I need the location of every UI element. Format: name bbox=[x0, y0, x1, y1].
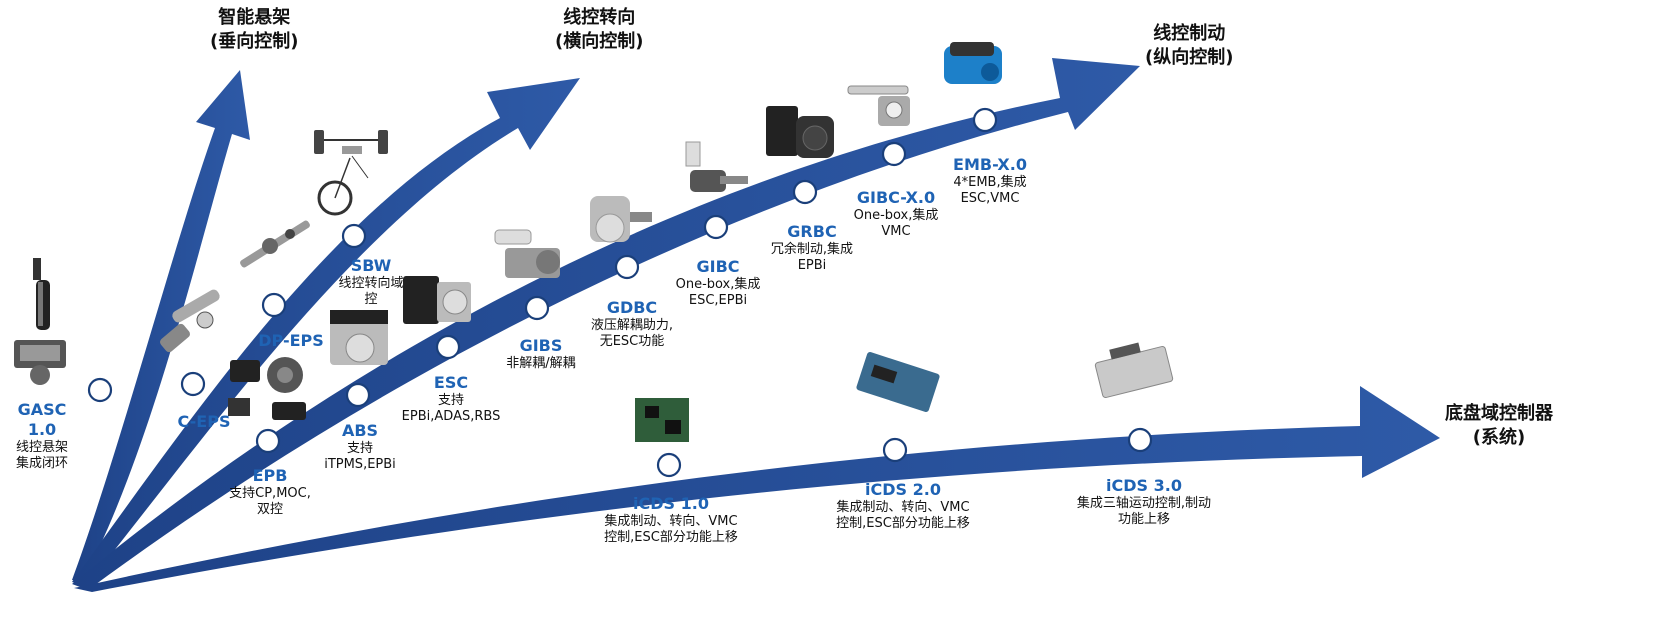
icds3-image bbox=[1094, 342, 1174, 399]
milestone-name: EMB-X.0 bbox=[953, 155, 1027, 174]
milestone-sbw: SBW 线控转向域 控 bbox=[326, 256, 416, 309]
milestone-desc: 冗余制动,集成 EPBi bbox=[770, 242, 854, 274]
node-ring-dpeps bbox=[261, 292, 287, 318]
milestone-desc: 非解耦/解耦 bbox=[506, 356, 576, 371]
milestone-name: GASC 1.0 bbox=[17, 400, 67, 439]
milestone-name: GIBC-X.0 bbox=[856, 188, 936, 207]
gibs-image bbox=[494, 229, 560, 278]
milestone-desc: 液压解耦助力, 无ESC功能 bbox=[590, 318, 674, 350]
milestone-name: iCDS 1.0 bbox=[633, 494, 709, 513]
milestone-desc: 支持 EPBi,ADAS,RBS bbox=[401, 393, 501, 425]
device-images bbox=[14, 42, 1174, 442]
milestone-icds3: iCDS 3.0 集成三轴运动控制,制动 功能上移 bbox=[1064, 476, 1224, 529]
milestone-name: GIBC bbox=[696, 257, 740, 276]
milestone-icds1: iCDS 1.0 集成制动、转向、VMC 控制,ESC部分功能上移 bbox=[596, 494, 746, 547]
air-suspension-image bbox=[14, 258, 66, 385]
milestone-name: SBW bbox=[350, 256, 392, 275]
esc-image bbox=[403, 276, 471, 324]
axis-title: 线控转向 bbox=[563, 7, 636, 28]
milestone-name: ESC bbox=[433, 373, 469, 392]
arrow-braking bbox=[72, 58, 1140, 590]
node-ring-gdbc bbox=[614, 254, 640, 280]
milestone-gdbc: GDBC 液压解耦助力, 无ESC功能 bbox=[580, 298, 684, 351]
node-ring-gibcx bbox=[881, 141, 907, 167]
milestone-abs: ABS 支持 iTPMS,EPBi bbox=[316, 421, 404, 474]
icds2-image bbox=[856, 352, 940, 412]
milestone-name: C-EPS bbox=[177, 412, 231, 431]
dp-eps-image bbox=[240, 220, 310, 268]
milestone-gasc: GASC 1.0 线控悬架 集成闭环 bbox=[2, 400, 82, 473]
epb-image bbox=[228, 357, 306, 420]
milestone-desc: 集成三轴运动控制,制动 功能上移 bbox=[1076, 496, 1212, 528]
node-ring-gibs bbox=[524, 295, 550, 321]
axis-heading-suspension: 智能悬架 (垂向控制) bbox=[210, 6, 298, 55]
milestone-desc: 集成制动、转向、VMC 控制,ESC部分功能上移 bbox=[604, 514, 738, 546]
node-ring-gasc bbox=[87, 377, 113, 403]
node-ring-icds2 bbox=[882, 437, 908, 463]
gibc-x-image bbox=[847, 85, 910, 126]
axis-title: 智能悬架 bbox=[218, 7, 291, 28]
milestone-emb-x: EMB-X.0 4*EMB,集成 ESC,VMC bbox=[944, 155, 1036, 208]
milestone-dp-eps: DP-EPS bbox=[256, 331, 326, 351]
milestone-name: EPB bbox=[252, 466, 288, 485]
node-ring-esc bbox=[435, 334, 461, 360]
milestone-icds2: iCDS 2.0 集成制动、转向、VMC 控制,ESC部分功能上移 bbox=[828, 480, 978, 533]
milestone-desc: One-box,集成 ESC,EPBi bbox=[675, 277, 761, 309]
milestone-name: ABS bbox=[341, 421, 379, 440]
milestone-name: DP-EPS bbox=[258, 331, 324, 350]
axis-subtitle: (纵向控制) bbox=[1145, 47, 1234, 69]
node-ring-abs bbox=[345, 382, 371, 408]
sbw-image bbox=[314, 130, 388, 216]
node-ring-epb bbox=[255, 428, 281, 454]
gdbc-image bbox=[590, 196, 652, 243]
milestone-desc: 支持 iTPMS,EPBi bbox=[324, 441, 396, 473]
milestone-name: GRBC bbox=[787, 222, 837, 241]
node-ring-icds1 bbox=[656, 452, 682, 478]
axis-heading-braking: 线控制动 (纵向控制) bbox=[1145, 22, 1233, 71]
axis-heading-domain: 底盘域控制器 (系统) bbox=[1445, 402, 1553, 451]
axis-subtitle: (系统) bbox=[1472, 427, 1526, 449]
node-ring-grbc bbox=[792, 179, 818, 205]
axis-subtitle: (垂向控制) bbox=[210, 31, 299, 53]
milestone-epb: EPB 支持CP,MOC, 双控 bbox=[224, 466, 316, 519]
arrow-suspension bbox=[72, 70, 250, 582]
milestone-gibs: GIBS 非解耦/解耦 bbox=[496, 336, 586, 372]
axis-subtitle: (横向控制) bbox=[555, 31, 644, 53]
node-ring-ceps bbox=[180, 371, 206, 397]
milestone-grbc: GRBC 冗余制动,集成 EPBi bbox=[762, 222, 862, 275]
axis-title: 线控制动 bbox=[1153, 23, 1226, 44]
emb-image bbox=[944, 42, 1002, 84]
milestone-desc: 支持CP,MOC, 双控 bbox=[229, 486, 311, 518]
abs-image bbox=[330, 310, 388, 365]
milestone-desc: 线控悬架 集成闭环 bbox=[15, 440, 68, 472]
milestone-desc: 集成制动、转向、VMC 控制,ESC部分功能上移 bbox=[836, 500, 970, 532]
grbc-image bbox=[766, 106, 834, 158]
axis-title: 底盘域控制器 bbox=[1445, 403, 1553, 424]
milestone-esc: ESC 支持 EPBi,ADAS,RBS bbox=[396, 373, 506, 426]
milestone-name: iCDS 2.0 bbox=[865, 480, 941, 499]
milestone-gibc-x: GIBC-X.0 One-box,集成 VMC bbox=[846, 188, 946, 241]
milestone-desc: 4*EMB,集成 ESC,VMC bbox=[953, 175, 1027, 207]
milestone-c-eps: C-EPS bbox=[172, 412, 236, 432]
node-ring-sbw bbox=[341, 223, 367, 249]
milestone-desc: One-box,集成 VMC bbox=[853, 208, 939, 240]
icds1-image bbox=[635, 398, 689, 442]
milestone-name: GIBS bbox=[519, 336, 563, 355]
node-ring-gibc bbox=[703, 214, 729, 240]
arrow-domain bbox=[74, 386, 1440, 592]
node-ring-embx bbox=[972, 107, 998, 133]
milestone-gibc: GIBC One-box,集成 ESC,EPBi bbox=[668, 257, 768, 310]
axis-heading-steering: 线控转向 (横向控制) bbox=[555, 6, 643, 55]
gibc-image bbox=[685, 141, 748, 192]
milestone-desc: 线控转向域 控 bbox=[338, 276, 404, 308]
c-eps-image bbox=[160, 289, 220, 353]
milestone-name: iCDS 3.0 bbox=[1106, 476, 1182, 495]
arrow-steering bbox=[72, 78, 580, 586]
node-ring-icds3 bbox=[1127, 427, 1153, 453]
milestone-name: GDBC bbox=[606, 298, 658, 317]
